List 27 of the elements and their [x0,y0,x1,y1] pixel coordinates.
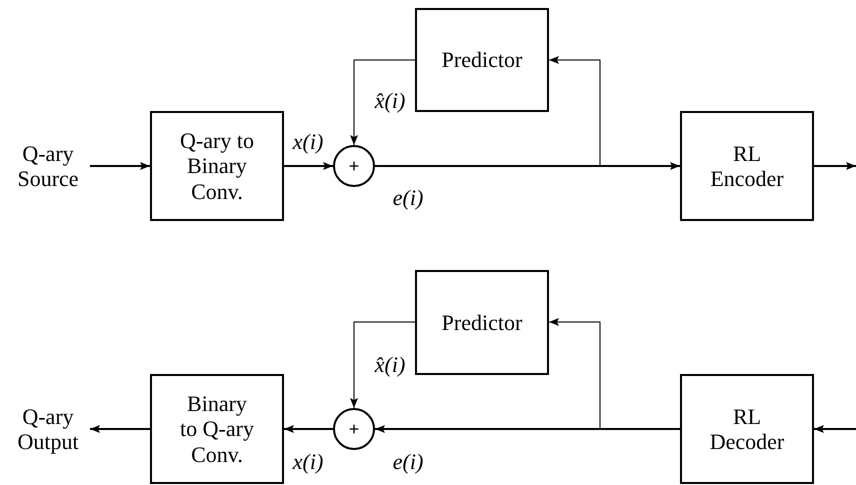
box-label: Predictor [442,310,522,336]
arrow [350,322,416,408]
arrow [375,425,680,433]
process-box [680,111,814,221]
terminal-label: Q-ary Source [6,138,90,194]
process-box [680,374,814,484]
process-box [415,8,549,112]
box-label: Predictor [442,47,522,73]
terminal-label: Q-ary Output [6,401,90,457]
arrow [375,162,680,170]
arrow [814,425,856,433]
summing-junction: + [333,145,375,187]
process-box [150,374,284,484]
arrow [284,162,333,170]
box-label: Binary to Q-ary Conv. [179,391,255,467]
process-box [150,111,284,221]
arrow [548,318,680,430]
summing-junction: + [333,408,375,450]
box-label: RL Encoder [709,140,785,192]
arrow [90,162,150,170]
process-box [415,270,549,375]
box-label: Q-ary to Binary Conv. [179,128,255,204]
arrow [814,162,856,170]
arrow [90,425,150,433]
arrow [350,60,416,146]
arrow [284,425,333,433]
box-label: RL Decoder [708,404,786,454]
